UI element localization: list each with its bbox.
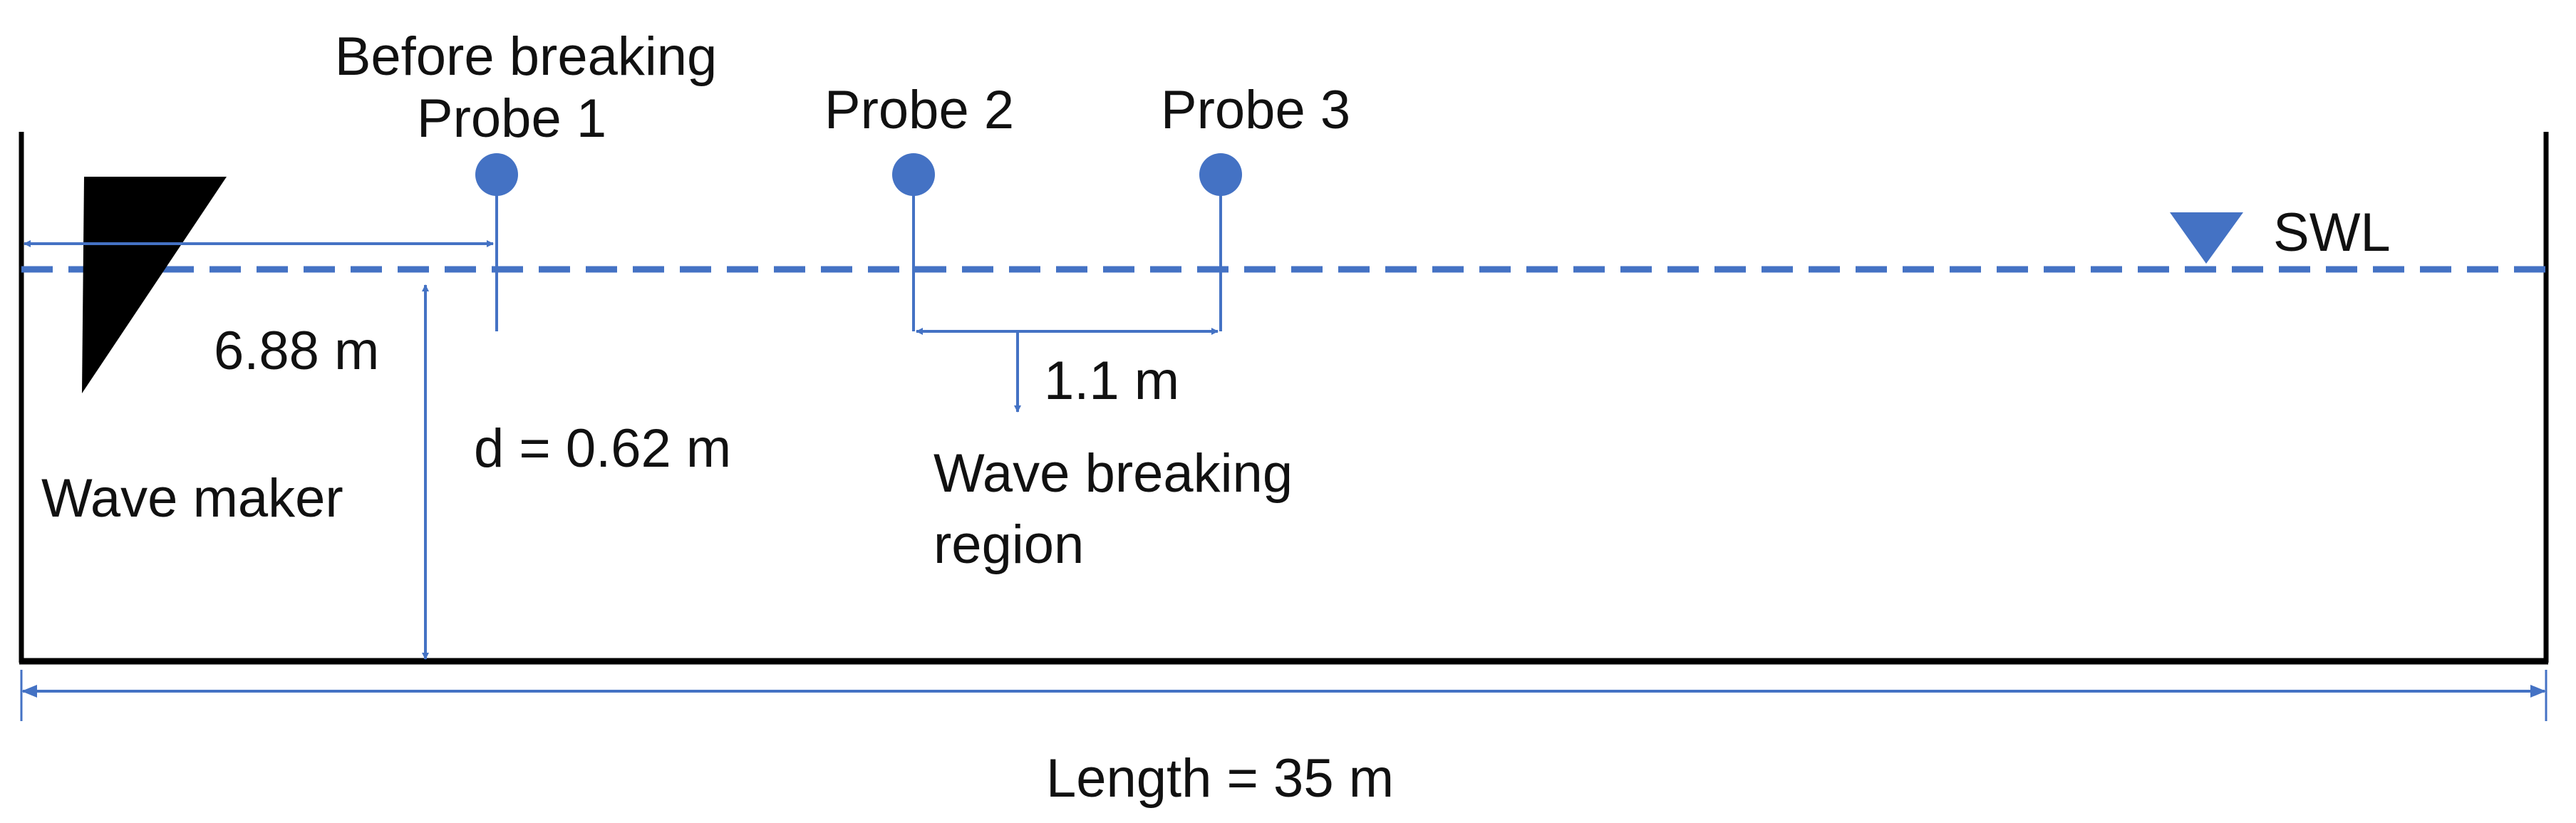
wave-maker-shape bbox=[82, 177, 227, 393]
probe-spacing-label: 1.1 m bbox=[1044, 351, 1179, 411]
probe-2-icon bbox=[892, 153, 935, 196]
before-breaking-label: Before breaking bbox=[335, 26, 718, 87]
probe-3-icon bbox=[1199, 153, 1242, 196]
probe-3-label: Probe 3 bbox=[1161, 80, 1350, 140]
breaking-region-label-line1: Wave breaking bbox=[933, 443, 1293, 504]
depth-label: d = 0.62 m bbox=[474, 418, 731, 479]
probe-1-icon bbox=[475, 153, 518, 196]
swl-label: SWL bbox=[2273, 202, 2391, 263]
probe-1-label: Probe 1 bbox=[417, 88, 606, 149]
probe-2-label: Probe 2 bbox=[824, 80, 1014, 140]
wave-maker-label: Wave maker bbox=[41, 468, 343, 529]
distance-probe-1-label: 6.88 m bbox=[214, 321, 379, 381]
breaking-region-label-line2: region bbox=[933, 514, 1084, 575]
swl-triangle-icon bbox=[2170, 212, 2243, 264]
length-label: Length = 35 m bbox=[1046, 748, 1394, 809]
